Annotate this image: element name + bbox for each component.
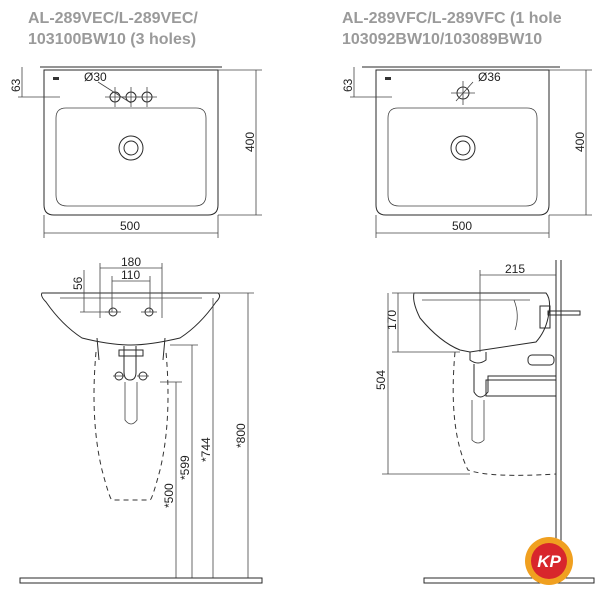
drain-inner	[455, 140, 471, 156]
overflow-mark	[53, 77, 59, 80]
siphon-top	[123, 346, 137, 381]
left-top-view: Ø30 63 400 500	[9, 66, 262, 238]
dim-56: 56	[71, 276, 85, 290]
drain-inner	[123, 140, 139, 156]
left-model-title: AL-289VEC/L-289VEC/ 103100BW10 (3 holes)	[28, 8, 278, 50]
right-model-title: AL-289VFC/L-289VFC (1 hole 103092BW10/10…	[342, 8, 600, 50]
pedestal-dashed	[93, 351, 169, 501]
dim-400: 400	[573, 132, 587, 152]
basin-front-outline	[41, 292, 221, 346]
dim-63: 63	[9, 78, 23, 92]
right-top-view: Ø36 63 400 500	[341, 66, 592, 238]
right-title-line1: AL-289VFC/L-289VFC (1 hole	[342, 10, 562, 27]
dim-500: 500	[120, 219, 140, 233]
dim-800: *800	[234, 423, 248, 448]
dim-215: 215	[505, 262, 525, 276]
dim-110: 110	[121, 268, 140, 282]
bowl-outline	[55, 107, 207, 207]
dim-744: *744	[199, 437, 213, 462]
dim-63: 63	[341, 78, 355, 92]
kp-logo: KP	[525, 537, 573, 585]
dim-180: 180	[121, 255, 141, 269]
floor-line	[19, 577, 263, 584]
dim-500: 500	[452, 219, 472, 233]
drain-outer	[450, 135, 476, 161]
right-title-line2: 103092BW10/103089BW10	[342, 31, 543, 48]
basin-outline	[375, 69, 550, 216]
dim-500: *500	[162, 483, 176, 508]
pedestal-neck	[96, 337, 166, 361]
pedestal-dashed	[452, 351, 557, 476]
left-title-line2: 103100BW10 (3 holes)	[28, 31, 197, 48]
dim-599: *599	[178, 455, 192, 480]
logo-text: KP	[537, 552, 561, 571]
floor-line	[423, 577, 595, 584]
dim-400: 400	[243, 132, 257, 152]
dim-hole-diameter: Ø30	[84, 70, 107, 84]
side-view: 215 170 504	[374, 260, 595, 584]
basin-outline	[43, 69, 219, 216]
tap-spout	[547, 310, 581, 316]
dim-170: 170	[385, 310, 399, 330]
dim-hole-diameter: Ø36	[478, 70, 501, 84]
left-title-line1: AL-289VEC/L-289VEC/	[28, 10, 198, 27]
drain-outer	[118, 135, 144, 161]
waste-pipe	[485, 379, 557, 397]
dim-504: 504	[374, 370, 388, 390]
basin-side-outline	[413, 292, 551, 353]
bowl-outline	[387, 107, 538, 207]
front-view: 180 110 56 *500 *599 *744 *800	[19, 255, 263, 584]
